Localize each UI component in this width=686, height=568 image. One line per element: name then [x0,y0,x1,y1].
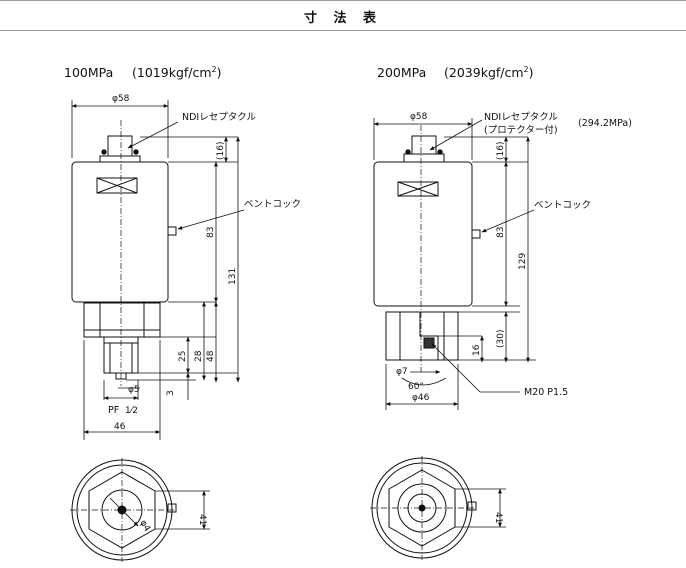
right-dim-16b: 16 [472,344,482,356]
svg-text:(1019kgf/cm2): (1019kgf/cm2) [132,65,222,80]
left-dim-41: 41 [197,514,207,525]
left-dim-28: 28 [194,350,204,362]
left-coupler-collar [99,155,141,163]
left-coupler-top [107,135,133,157]
right-dim-41: 41 [493,512,503,523]
right-pressure-label: 200MPa [377,65,426,80]
left-body [71,161,169,303]
right-name-plate [397,181,439,197]
left-dim-dia5: φ5 [128,385,140,395]
right-dim-30: (30) [496,330,506,348]
page-title: 寸 法 表 [303,11,383,26]
left-dimensions [71,100,245,440]
right-coupler-label: NDIレセプタクル [484,112,558,123]
left-coupler-label: NDIレセプタクル [182,112,256,123]
right-drawing [373,125,481,372]
left-dim-83: 83 [206,227,216,238]
right-dim-46: φ46 [412,393,430,403]
left-dim-25: 25 [178,351,188,362]
right-vent-label: ベントコック [534,200,591,211]
right-pressure-kgf: 2039kgf/cm [449,65,524,80]
left-port-frac: 1⁄2 [125,406,138,416]
left-dim-131: 131 [228,268,238,285]
left-pressure-kgf: 1019kgf/cm [137,65,212,80]
right-dim-83: 83 [496,227,506,238]
right-dim-60: 60° [408,382,424,392]
left-vent-label: ベントコック [244,199,301,210]
left-dim-3: 3 [166,390,176,396]
left-dim-16: (16) [216,142,226,160]
left-bottom-view [70,458,210,562]
header-bar: 寸 法 表 [0,0,686,31]
left-name-plate [96,177,138,194]
right-dim-129: 129 [518,253,528,270]
left-exponent: 2 [212,65,217,74]
left-labels: 100MPa (1019kgf/cm2) φ58 NDIレセプタクル ベントコッ… [64,65,301,432]
right-dim-16: (16) [496,142,506,160]
svg-text:(2039kgf/cm2): (2039kgf/cm2) [444,65,534,80]
right-body [373,161,473,307]
right-bottom-view [370,456,506,560]
right-protector-label: (プロテクター付) [484,125,558,136]
right-coupler-rating: (294.2MPa) [578,118,632,129]
right-dim-dia-top: φ58 [410,112,428,122]
left-port-label: PF [108,405,119,416]
right-labels: 200MPa (2039kgf/cm2) φ58 NDIレセプタクル (294.… [377,65,632,403]
left-dim-46: 46 [114,422,126,432]
right-exponent: 2 [524,65,529,74]
left-hex [83,302,161,338]
left-dim-dia-top: φ58 [112,94,130,104]
right-dimensions [373,118,536,410]
left-dim-48: 48 [206,350,216,362]
right-coupler-top [411,135,437,155]
right-dim-dia7: φ7 [396,367,408,377]
right-vent-cock [471,229,481,239]
right-coupler-collar [403,153,445,163]
right-thread-label: M20 P1.5 [524,387,568,398]
left-vent-cock [167,226,177,236]
left-pressure-label: 100MPa [64,65,113,80]
